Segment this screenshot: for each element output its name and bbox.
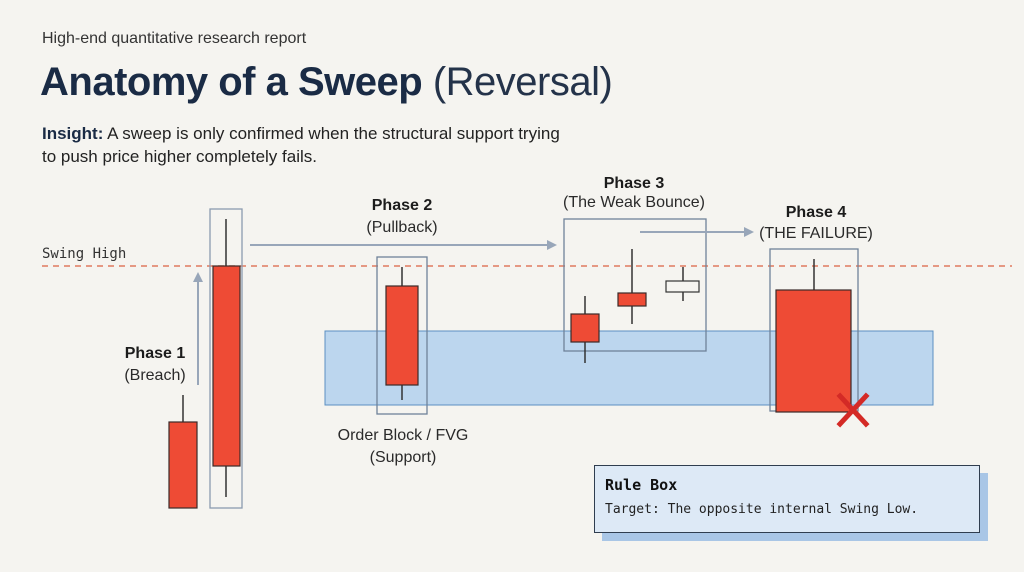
insight-body: A sweep is only confirmed when the struc… xyxy=(42,124,560,166)
candle-2-body xyxy=(212,265,241,467)
candle-1-body xyxy=(168,421,198,509)
phase-4-subtitle: (THE FAILURE) xyxy=(759,225,873,242)
candle-5-body xyxy=(617,292,647,307)
x-mark-icon xyxy=(836,392,870,428)
candle-6-body xyxy=(665,280,700,293)
insight-text: Insight: A sweep is only confirmed when … xyxy=(42,122,562,168)
pullback-candle-highlight xyxy=(376,256,428,415)
swing-high-label: Swing High xyxy=(42,246,126,262)
support-zone-label-line2: (Support) xyxy=(370,449,437,466)
rule-box: Rule Box Target: The opposite internal S… xyxy=(594,465,980,533)
phase-3-title: Phase 3 xyxy=(604,175,665,192)
page-title: Anatomy of a Sweep (Reversal) xyxy=(40,60,613,105)
rule-box-text: Target: The opposite internal Swing Low. xyxy=(605,502,919,517)
phase-2-title: Phase 2 xyxy=(372,197,433,214)
phase-2-subtitle: (Pullback) xyxy=(366,219,437,236)
phase-3-subtitle: (The Weak Bounce) xyxy=(563,194,705,211)
title-qualifier: (Reversal) xyxy=(432,60,613,104)
title-main: Anatomy of a Sweep xyxy=(40,60,423,104)
phase-4-title: Phase 4 xyxy=(786,204,847,221)
rule-box-title: Rule Box xyxy=(605,476,678,494)
candle-3-body xyxy=(385,285,419,386)
candle-4-body xyxy=(570,313,600,343)
phase-1-title: Phase 1 xyxy=(125,345,186,362)
support-zone-label-line1: Order Block / FVG xyxy=(338,427,469,444)
breach-candle-highlight xyxy=(209,208,243,509)
insight-label: Insight: xyxy=(42,124,104,143)
weak-bounce-highlight xyxy=(563,218,707,352)
phase-1-subtitle: (Breach) xyxy=(124,367,185,384)
report-subtitle: High-end quantitative research report xyxy=(42,30,307,47)
candle-7-body xyxy=(775,289,852,413)
